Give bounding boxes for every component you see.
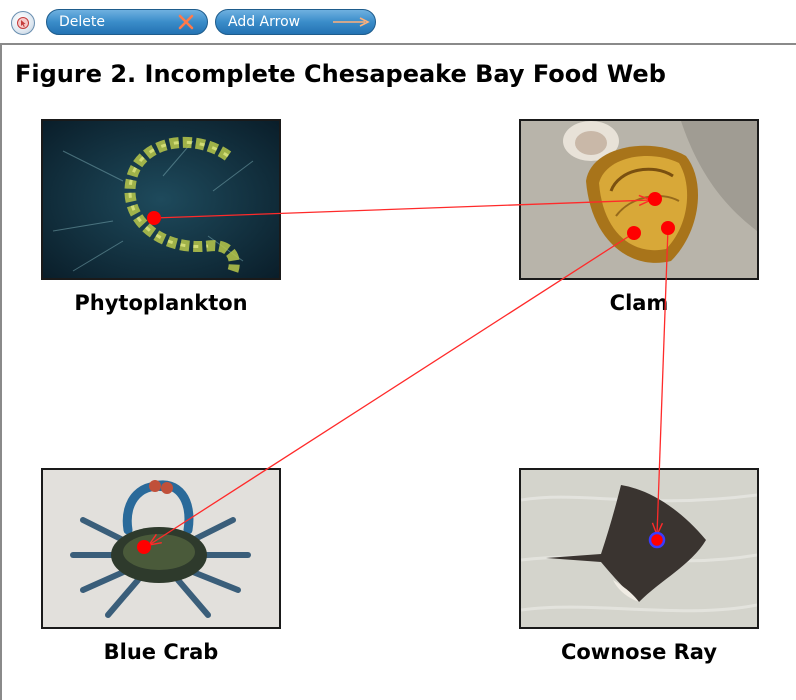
phytoplankton-picture <box>43 121 279 278</box>
blue-crab-image[interactable] <box>41 468 281 629</box>
blue-crab-picture <box>43 470 279 627</box>
phytoplankton-label: Phytoplankton <box>41 291 281 315</box>
cownose-ray-image[interactable] <box>519 468 759 629</box>
cursor-icon <box>16 16 30 30</box>
figure-title: Figure 2. Incomplete Chesapeake Bay Food… <box>15 60 666 88</box>
phytoplankton-image[interactable] <box>41 119 281 280</box>
add-arrow-button[interactable]: Add Arrow <box>215 9 376 35</box>
clam-label: Clam <box>519 291 759 315</box>
blue-crab-label: Blue Crab <box>41 640 281 664</box>
toolbar: Delete Add Arrow <box>0 0 796 44</box>
close-icon <box>177 14 195 30</box>
cownose-ray-label: Cownose Ray <box>519 640 759 664</box>
pointer-tool-button[interactable] <box>11 11 35 35</box>
add-arrow-button-label: Add Arrow <box>228 10 300 34</box>
arrow-right-icon <box>332 17 370 27</box>
clam-image[interactable] <box>519 119 759 280</box>
clam-picture <box>521 121 757 278</box>
delete-button[interactable]: Delete <box>46 9 208 35</box>
cownose-ray-picture <box>521 470 757 627</box>
delete-button-label: Delete <box>59 10 105 34</box>
